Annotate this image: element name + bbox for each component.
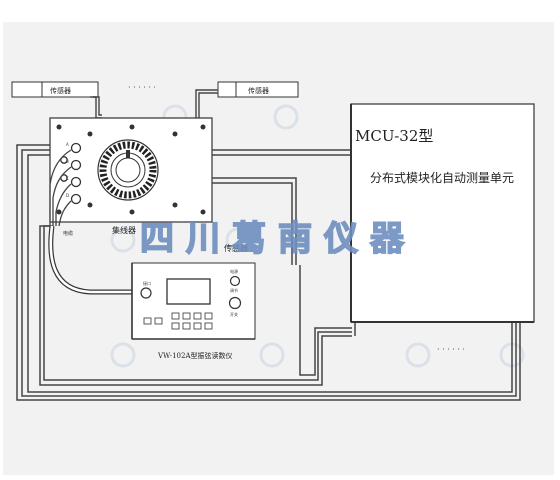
- vw-reader: 接口 调节 开关 电源: [131, 262, 256, 340]
- port-label-a: A: [66, 142, 69, 147]
- watermark-char-2: 川: [186, 219, 220, 259]
- cable-label: 电缆: [63, 230, 73, 237]
- mcu-unit: MCU-32型 分布式模块化自动测量单元: [350, 103, 535, 323]
- reader-keypad: [143, 312, 213, 330]
- reader-knob-top: [229, 275, 241, 287]
- reader-port-label: 接口: [143, 280, 151, 286]
- watermark-char-4: 南: [278, 219, 312, 259]
- sensor-ellipsis-top: · · · · · ·: [128, 83, 156, 92]
- watermark: 四 川 葛 南 仪 器: [139, 218, 406, 260]
- reader-sensor-tag: 传感器: [224, 243, 248, 253]
- watermark-char-5: 仪: [323, 219, 358, 259]
- watermark-char-1: 四: [140, 219, 174, 259]
- reader-display: [166, 278, 211, 305]
- switch-box-label: 集线器: [112, 225, 136, 235]
- sensor-ellipsis-bottom: · · · · · ·: [437, 345, 465, 354]
- switch-box-cables: [49, 149, 72, 227]
- sensor-right-label: 传感器: [248, 86, 269, 95]
- watermark-char-3: 葛: [232, 219, 266, 259]
- switch-box: A B C D: [49, 117, 213, 223]
- switch-box-ports: [60, 142, 82, 205]
- reader-name: VW-102A型振弦读数仪: [157, 351, 233, 360]
- reader-small-knob-label: 调节: [230, 287, 238, 293]
- sensor-left: 传感器: [11, 81, 99, 98]
- mcu-subtitle: 分布式模块化自动测量单元: [370, 171, 514, 185]
- reader-input-port: [140, 287, 152, 299]
- port-label-c: C: [66, 176, 69, 181]
- sensor-right: 传感器: [217, 81, 299, 98]
- sensor-cables: [90, 89, 218, 119]
- sensor-left-label: 传感器: [50, 86, 71, 95]
- reader-power-label: 电源: [230, 268, 238, 274]
- port-label-d: D: [66, 193, 69, 198]
- rotary-selector-dial: [97, 139, 159, 201]
- reader-knob-label: 开关: [230, 311, 238, 317]
- reader-knob-main: [228, 296, 242, 310]
- mcu-title: MCU-32型: [355, 127, 433, 145]
- port-label-b: B: [66, 159, 69, 164]
- watermark-char-6: 器: [370, 219, 405, 259]
